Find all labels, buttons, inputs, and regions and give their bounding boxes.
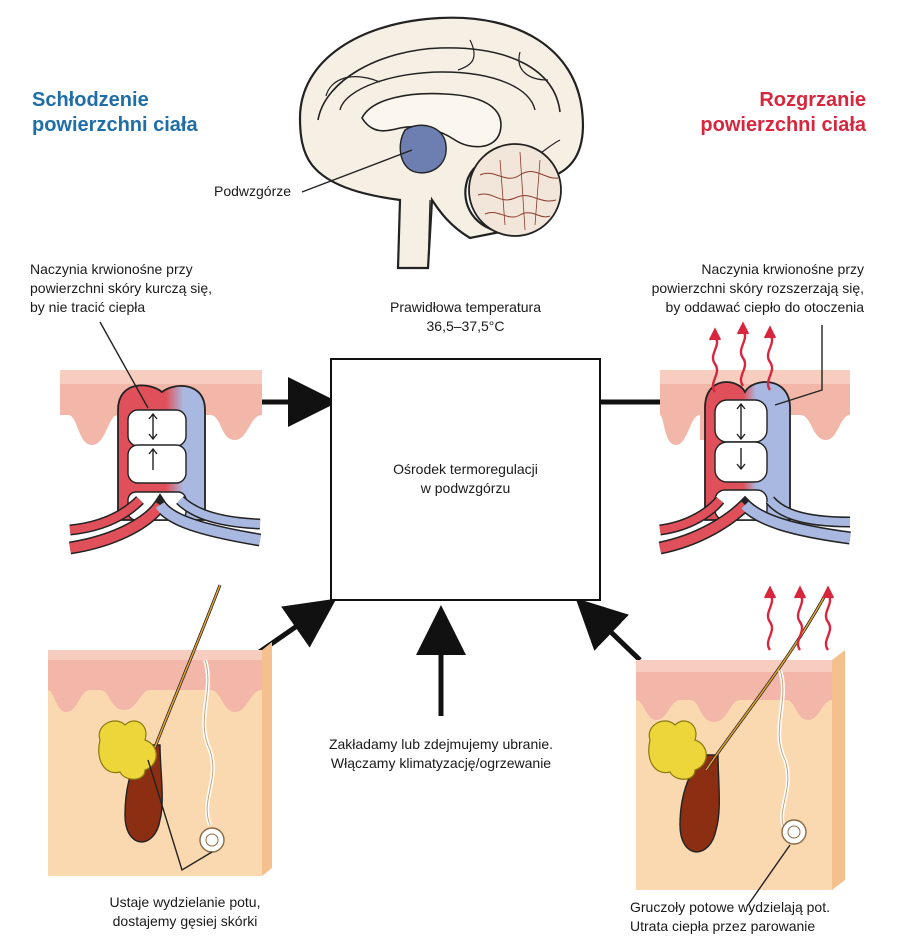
heat-waves-vessel [708, 321, 777, 393]
right-sweat-pointer [747, 844, 791, 906]
right-vessel-pointer [774, 325, 823, 406]
hypothalamus-label: Podwzgórze [214, 183, 292, 199]
left-sweat-caption: Ustaje wydzielanie potu, dostajemy gęsie… [109, 894, 261, 929]
sweat-gland [199, 827, 225, 853]
thermoregulation-center-box [330, 358, 601, 601]
hypothalamus-pointer [301, 149, 413, 193]
sebaceous-gland [648, 720, 707, 780]
left-sweat-pointer [147, 759, 213, 872]
warming-title: Rozgrzanie powierzchni ciała [700, 89, 866, 136]
sweat-gland [781, 819, 807, 845]
right-sweat-caption: Gruczoły potowe wydzielają pot. Utrata c… [630, 899, 830, 934]
left-vessels-caption: Naczynia krwionośne przy powierzchni skó… [30, 261, 213, 315]
cooling-title: Schłodzenie powierzchni ciała [32, 89, 198, 136]
brain-illustration [298, 16, 585, 270]
normal-temperature-label: Prawidłowa temperatura 36,5–37,5°C [390, 299, 541, 334]
hair-follicle [679, 754, 721, 853]
heat-waves-skin [763, 585, 835, 651]
right-vessel-illustration [658, 321, 851, 555]
cerebellum [468, 143, 562, 237]
right-vessels-caption: Naczynia krwionośne przy powierzchni skó… [651, 261, 864, 315]
thermoregulation-center-label: Ośrodek termoregulacji w podwzgórzu [393, 461, 538, 496]
left-vessel-pointer [99, 321, 149, 409]
hypothalamus-region [399, 124, 447, 174]
arrow-right-sweat [575, 598, 642, 662]
right-skin-block [636, 585, 845, 906]
left-vessel-illustration [60, 321, 262, 555]
sebaceous-gland [98, 720, 157, 780]
behavior-caption: Zakładamy lub zdejmujemy ubranie. Włącza… [328, 736, 554, 771]
left-skin-block [48, 584, 272, 876]
